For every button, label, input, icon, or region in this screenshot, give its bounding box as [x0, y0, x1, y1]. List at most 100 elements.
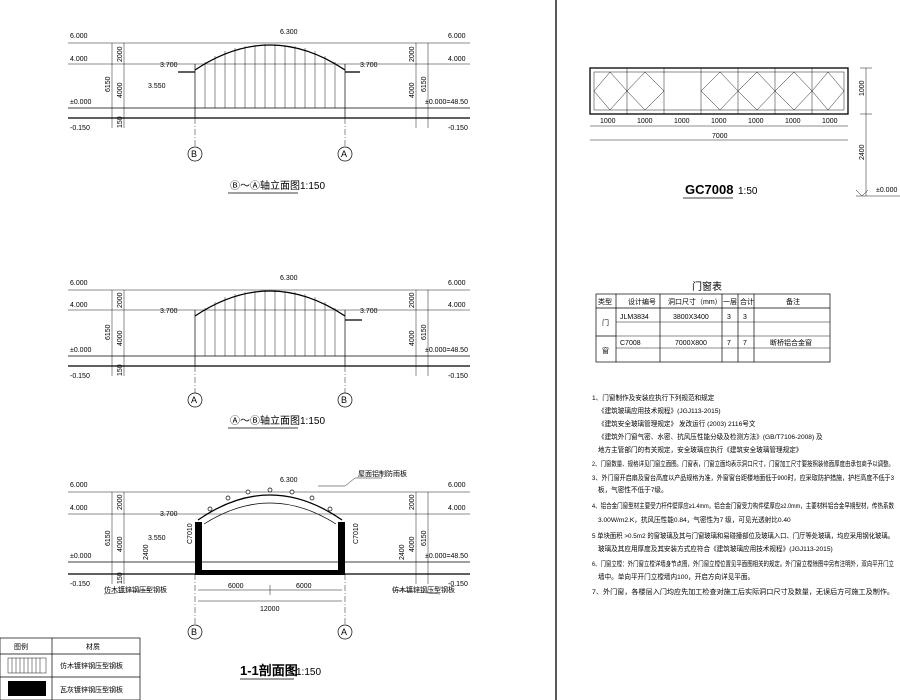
svg-text:3、外门窗开启扇及窗台高度以产品规格为准，外窗窗台距楼地面低: 3、外门窗开启扇及窗台高度以产品规格为准，外窗窗台距楼地面低于900时，应采取防…: [592, 473, 894, 482]
svg-text:材质: 材质: [86, 642, 100, 651]
roof-panel-hatch-2: [204, 290, 336, 356]
svg-text:仿木镀锌钢压型钢板: 仿木镀锌钢压型钢板: [104, 585, 167, 594]
svg-text:-0.150: -0.150: [70, 581, 90, 588]
svg-text:4000: 4000: [117, 82, 124, 98]
svg-text:-0.150: -0.150: [70, 125, 90, 132]
svg-text:4.000: 4.000: [70, 56, 88, 63]
svg-text:4.000: 4.000: [70, 505, 88, 512]
svg-text:1:150: 1:150: [300, 181, 325, 192]
svg-text:4000: 4000: [409, 536, 416, 552]
svg-text:4000: 4000: [409, 82, 416, 98]
svg-text:3.550: 3.550: [148, 535, 166, 542]
svg-text:1:150: 1:150: [296, 667, 321, 678]
svg-text:7: 7: [727, 340, 731, 347]
svg-text:4000: 4000: [117, 330, 124, 346]
door-window-schedule: 门窗表 类型 设计编号 洞口尺寸（mm） 一层 合计 备注 门 JLM3834 …: [595, 280, 831, 363]
svg-text:2000: 2000: [409, 494, 416, 510]
svg-text:地方主管部门的有关规定，安全玻璃应执行《建筑安全玻璃管理规定: 地方主管部门的有关规定，安全玻璃应执行《建筑安全玻璃管理规定》: [598, 445, 802, 454]
svg-text:6150: 6150: [421, 76, 428, 92]
svg-text:12000: 12000: [260, 606, 280, 613]
svg-text:±0.000=48.50: ±0.000=48.50: [425, 347, 468, 354]
svg-text:一层: 一层: [723, 298, 737, 306]
svg-text:7000X800: 7000X800: [675, 340, 707, 347]
svg-text:5 单块面积 >0.5m2 的窗玻璃及其与门窗玻璃和易碰撞: 5 单块面积 >0.5m2 的窗玻璃及其与门窗玻璃和易碰撞部位及玻璃入口、门厅等…: [592, 531, 894, 540]
svg-text:±0.000: ±0.000: [876, 187, 897, 194]
svg-text:2000: 2000: [409, 46, 416, 62]
svg-text:1000: 1000: [711, 118, 727, 125]
svg-text:6.000: 6.000: [448, 482, 466, 489]
svg-text:6.300: 6.300: [280, 477, 298, 484]
svg-text:断桥铝合金窗: 断桥铝合金窗: [770, 338, 812, 347]
svg-text:1000: 1000: [785, 118, 801, 125]
svg-text:A: A: [191, 395, 197, 405]
svg-text:设计编号: 设计编号: [628, 297, 656, 306]
svg-text:-0.150: -0.150: [70, 373, 90, 380]
svg-text:C7010: C7010: [187, 523, 194, 544]
svg-text:3.700: 3.700: [360, 62, 378, 69]
svg-text:1000: 1000: [674, 118, 690, 125]
svg-text:6150: 6150: [105, 324, 112, 340]
svg-text:6.300: 6.300: [280, 275, 298, 282]
svg-text:JLM3834: JLM3834: [620, 314, 649, 321]
svg-text:2400: 2400: [859, 144, 866, 160]
svg-text:6.000: 6.000: [448, 280, 466, 287]
elevation-1-title: Ⓑ～Ⓐ轴立面图: [230, 179, 300, 192]
svg-text:7、外门窗，各楼层入门均应先加工检查对施工后实际洞口尺寸及数: 7、外门窗，各楼层入门均应先加工检查对施工后实际洞口尺寸及数量，无误后方可施工及…: [592, 587, 894, 596]
svg-text:仿木镀锌钢压型钢板: 仿木镀锌钢压型钢板: [392, 585, 455, 594]
svg-text:合计: 合计: [740, 297, 754, 306]
svg-text:7: 7: [743, 340, 747, 347]
svg-text:6.300: 6.300: [280, 29, 298, 36]
window-detail-title: GC7008: [685, 182, 733, 197]
section-title: 1-1剖面图: [240, 663, 298, 678]
svg-text:备注: 备注: [786, 297, 800, 306]
svg-text:-0.150: -0.150: [448, 373, 468, 380]
elevation-a-b: A B 6.000 4.000 ±0.000 -0.150 6.000 4.00…: [68, 275, 470, 429]
svg-text:3: 3: [743, 314, 747, 321]
window-gc7008-detail: 1000 1000 1000 1000 1000 1000 1000 7000 …: [589, 67, 900, 199]
svg-text:-0.150: -0.150: [448, 125, 468, 132]
svg-text:6150: 6150: [421, 530, 428, 546]
svg-text:屋面铝制防雨板: 屋面铝制防雨板: [358, 469, 407, 478]
svg-text:6150: 6150: [105, 530, 112, 546]
svg-text:图例: 图例: [14, 642, 28, 651]
svg-text:3.700: 3.700: [160, 62, 178, 69]
axis-b-bubble: [187, 146, 203, 162]
svg-text:1:150: 1:150: [300, 416, 325, 427]
svg-text:类型: 类型: [598, 297, 612, 306]
svg-text:6150: 6150: [105, 76, 112, 92]
svg-text:《建筑安全玻璃管理规定》 发改运行 (2003) 2116: 《建筑安全玻璃管理规定》 发改运行 (2003) 2116号文: [598, 419, 756, 428]
svg-text:150: 150: [117, 116, 124, 128]
svg-text:1、门窗制作及安装应执行下列规范和规定: 1、门窗制作及安装应执行下列规范和规定: [592, 393, 715, 402]
svg-text:C7008: C7008: [620, 340, 641, 347]
svg-text:B: B: [191, 627, 197, 637]
design-notes: 1、门窗制作及安装应执行下列规范和规定 《建筑玻璃应用技术规程》(JGJ113-…: [592, 393, 894, 596]
roof-panel-hatch: [204, 44, 336, 108]
svg-text:1000: 1000: [600, 118, 616, 125]
svg-text:洞口尺寸（mm）: 洞口尺寸（mm）: [668, 297, 722, 306]
svg-text:仿木镀锌钢压型钢板: 仿木镀锌钢压型钢板: [60, 661, 123, 670]
section-1-1: 6000 6000 12000 B A 6.000 4.000 ±0.000 -…: [68, 469, 470, 680]
svg-text:1000: 1000: [637, 118, 653, 125]
svg-text:6150: 6150: [421, 324, 428, 340]
svg-text:±0.000: ±0.000: [70, 553, 91, 560]
schedule-title: 门窗表: [692, 280, 722, 293]
elevation-b-a: B A 6.000 4.000 ±0.000 -0.150 6.000 4.00…: [68, 29, 470, 194]
svg-text:6.000: 6.000: [70, 33, 88, 40]
axis-a-bubble: [337, 146, 353, 162]
material-legend: 图例 材质 仿木镀锌钢压型钢板 瓦灰镀锌钢压型钢板: [0, 637, 141, 700]
svg-text:3.00W/m2.K，抗风压性能0.84，气密性为7 级，可: 3.00W/m2.K，抗风压性能0.84，气密性为7 级，可见光透射比0.40: [598, 515, 791, 524]
svg-text:6、门窗立樘：外门窗立樘详墙身节点图，外门窗立樘位置见平面图: 6、门窗立樘：外门窗立樘详墙身节点图，外门窗立樘位置见平面图相关的规定。外门窗立…: [592, 559, 894, 568]
svg-text:1000: 1000: [859, 80, 866, 96]
svg-text:瓦灰镀锌钢压型钢板: 瓦灰镀锌钢压型钢板: [60, 685, 123, 694]
svg-text:2、门窗数量、规格详见门窗立面图。门窗表，门窗立面均表示洞口: 2、门窗数量、规格详见门窗立面图。门窗表，门窗立面均表示洞口尺寸，门窗加工尺寸要…: [592, 459, 894, 468]
svg-text:2000: 2000: [117, 292, 124, 308]
svg-text:2000: 2000: [117, 46, 124, 62]
svg-text:窗: 窗: [602, 346, 609, 355]
svg-text:A: A: [341, 149, 347, 159]
svg-text:2400: 2400: [399, 544, 406, 560]
svg-text:3: 3: [727, 314, 731, 321]
svg-text:4.000: 4.000: [70, 302, 88, 309]
svg-text:玻璃及其应用厚度及其安装方式应符合《建筑玻璃应用技术规程》(: 玻璃及其应用厚度及其安装方式应符合《建筑玻璃应用技术规程》(JGJ113-201…: [598, 544, 833, 553]
svg-text:±0.000: ±0.000: [70, 347, 91, 354]
svg-text:4.000: 4.000: [448, 505, 466, 512]
